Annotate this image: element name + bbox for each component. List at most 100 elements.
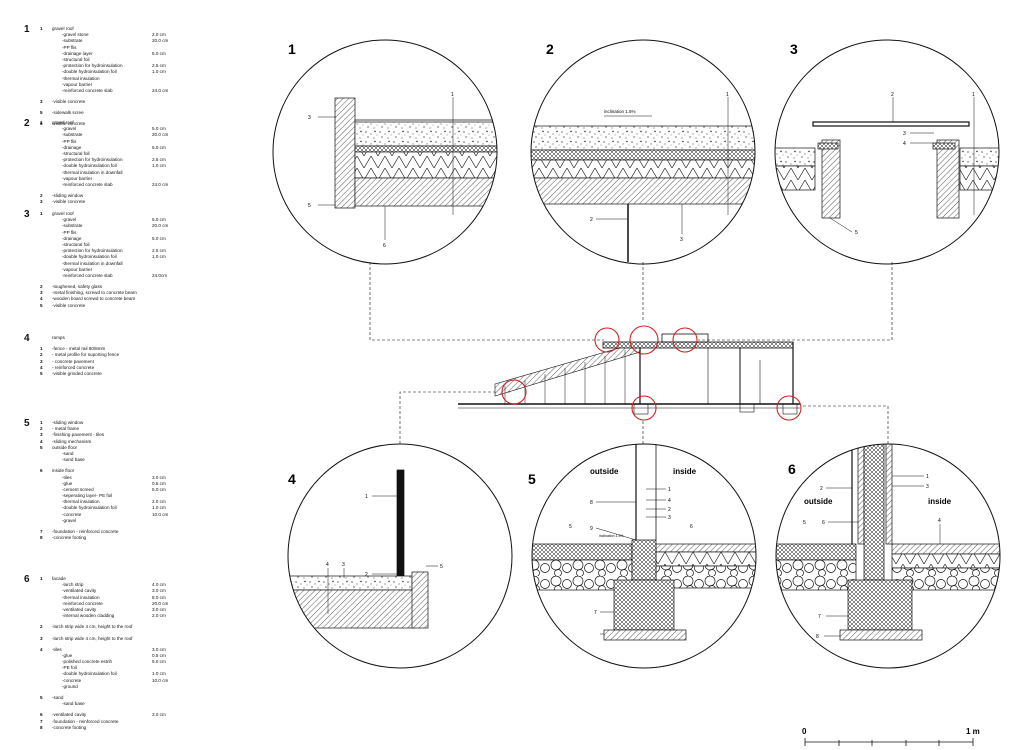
legend-item-text: inside floor (52, 468, 75, 474)
detail-3-label: 2 (891, 92, 894, 98)
legend-line: 4- reinforced concrete (38, 365, 264, 371)
detail-5-label: 6 (690, 524, 693, 530)
legend-line: -concrete 10.0 cm (38, 678, 264, 684)
legend-item-text: -foundation - reinforced concrete (52, 718, 119, 724)
legend-item-value: 5.0 cm (152, 235, 166, 241)
legend-line: -sand base (38, 457, 264, 463)
legend-item-text: -gravel (62, 217, 77, 223)
legend-item-text: -double hydroinsulation foil (62, 163, 117, 169)
legend-item-number: 6 (40, 468, 43, 474)
legend-item-number: 5 (40, 370, 43, 376)
legend-item-text: -polished concrete estrih (62, 659, 113, 665)
legend-item-value: 10.0 cm (152, 677, 169, 683)
detail-1: 1 1 3 5 6 (272, 39, 498, 265)
legend-item-value: 5.0 cm (152, 144, 166, 150)
legend-line: -thermal insulation in downfall (38, 170, 264, 176)
legend-item-text: -reinforced concrete slab (62, 87, 113, 93)
legend-item-text: - metal frame (52, 426, 80, 432)
legend-item-text: gravel roof (52, 120, 74, 125)
legend-item-text: -PP flis (62, 138, 77, 144)
legend-item-text: -double hydroinsulation foil (62, 69, 117, 75)
legend-item-text: gravel roof (52, 211, 74, 216)
legend-item-text: facade (52, 576, 66, 581)
legend-item-text: - metal profile for suporting fence (52, 352, 120, 358)
legend-item-value: 24.0 cm (152, 87, 169, 93)
legend-line: 5-visible concrete (38, 303, 264, 309)
legend-item-value: 1.0 cm (152, 69, 166, 75)
legend-item-number: 5 (40, 444, 43, 450)
legend-item-value: 2.5 cm (152, 157, 166, 163)
legend-line: 4-sliding mechanism (38, 439, 264, 445)
legend-line: -structural foil (38, 57, 264, 63)
legend-item-number: 4 (40, 646, 43, 652)
legend-item-value: 2.0 cm (152, 32, 166, 38)
legend-item-text: -foundation - reinforced concrete (52, 529, 119, 534)
legend-line: 2-larch strip wide 4 cm, height to the r… (38, 624, 264, 630)
legend-item-text: -protection for hydroinsulation (62, 248, 123, 254)
legend-item-number: 2 (40, 284, 43, 290)
detail-6-label: 8 (816, 634, 819, 640)
legend-item-value: 5.0 cm (152, 126, 166, 132)
legend-line: 2-sliding window (38, 193, 264, 199)
legend-group-number: 6 (24, 574, 30, 585)
legend-item-value: 1.0 cm (152, 505, 166, 511)
legend-item-text: -reinforced concrete (62, 600, 103, 606)
legend-item-text: -gravel (62, 517, 77, 523)
detail-5-label: 8 (590, 500, 593, 506)
inside-label: inside (673, 467, 697, 476)
legend-line: 3- concrete pavement (38, 359, 264, 365)
legend-line: -double hydroinsulation foil 1.0 cm (38, 69, 264, 75)
legend-item-value: 1.0 cm (152, 254, 166, 260)
legend-group-number: 1 (24, 24, 30, 35)
legend-item-text: -double hydroinsulation foil (62, 671, 117, 677)
outside-label: outside (590, 467, 619, 476)
legend-item-text: -gravel (62, 126, 77, 132)
legend-item-number: 1 (40, 26, 43, 31)
legend-item-number: 6 (40, 121, 43, 127)
legend-item-text: -substrate (62, 223, 83, 229)
legend-item-text: -concrete footing (52, 535, 87, 541)
legend-item-text: -glue (62, 652, 73, 658)
scale-start: 0 (802, 727, 807, 736)
legend-item-text: -sand (52, 695, 64, 700)
detail-4-number: 4 (288, 471, 296, 487)
detail-1-label: 6 (383, 243, 386, 249)
legend-line: 2-toughened, safety glass (38, 284, 264, 290)
legend-item-text: -concrete footing (52, 724, 87, 730)
detail-4: 4 1 2 3 4 5 (287, 443, 513, 669)
legend-line: -sand (38, 451, 264, 457)
detail-4-label: 5 (440, 564, 443, 570)
legend-item-text: -glue (62, 480, 73, 486)
legend-item-text: -reinforced concrete slab (62, 181, 113, 187)
legend-item-text: -concrete (62, 677, 82, 683)
detail-4-label: 2 (365, 572, 368, 578)
legend-item-text: -fence - metal rail 80/8mm (52, 346, 106, 352)
legend-item-number: 3 (40, 99, 43, 105)
legend-item-text: -metal finishing, screwd to concrete bea… (52, 290, 137, 296)
legend-line: 1-fence - metal rail 80/8mm (38, 346, 264, 352)
legend-group-number: 4 (24, 333, 30, 344)
legend-item-number: 5 (40, 110, 43, 116)
legend-item-number: 3 (40, 358, 43, 364)
detail-3-number: 3 (790, 41, 798, 57)
legend-item-text: - reinforced concrete (52, 364, 95, 370)
legend-item-value: 24.0 cm (152, 181, 169, 187)
detail-3-label: 4 (903, 141, 906, 147)
legend-line: -sand base (38, 701, 264, 707)
legend-item-value: 3.0 cm (152, 712, 166, 718)
legend-line: 3-finishing pavement - tiles (38, 432, 264, 438)
legend-item-text: -visible concrete (52, 121, 86, 127)
detail-6: 6 outside inside 1 2 3 4 5 6 7 8 (775, 443, 1001, 669)
legend-item-number: 8 (40, 535, 43, 541)
